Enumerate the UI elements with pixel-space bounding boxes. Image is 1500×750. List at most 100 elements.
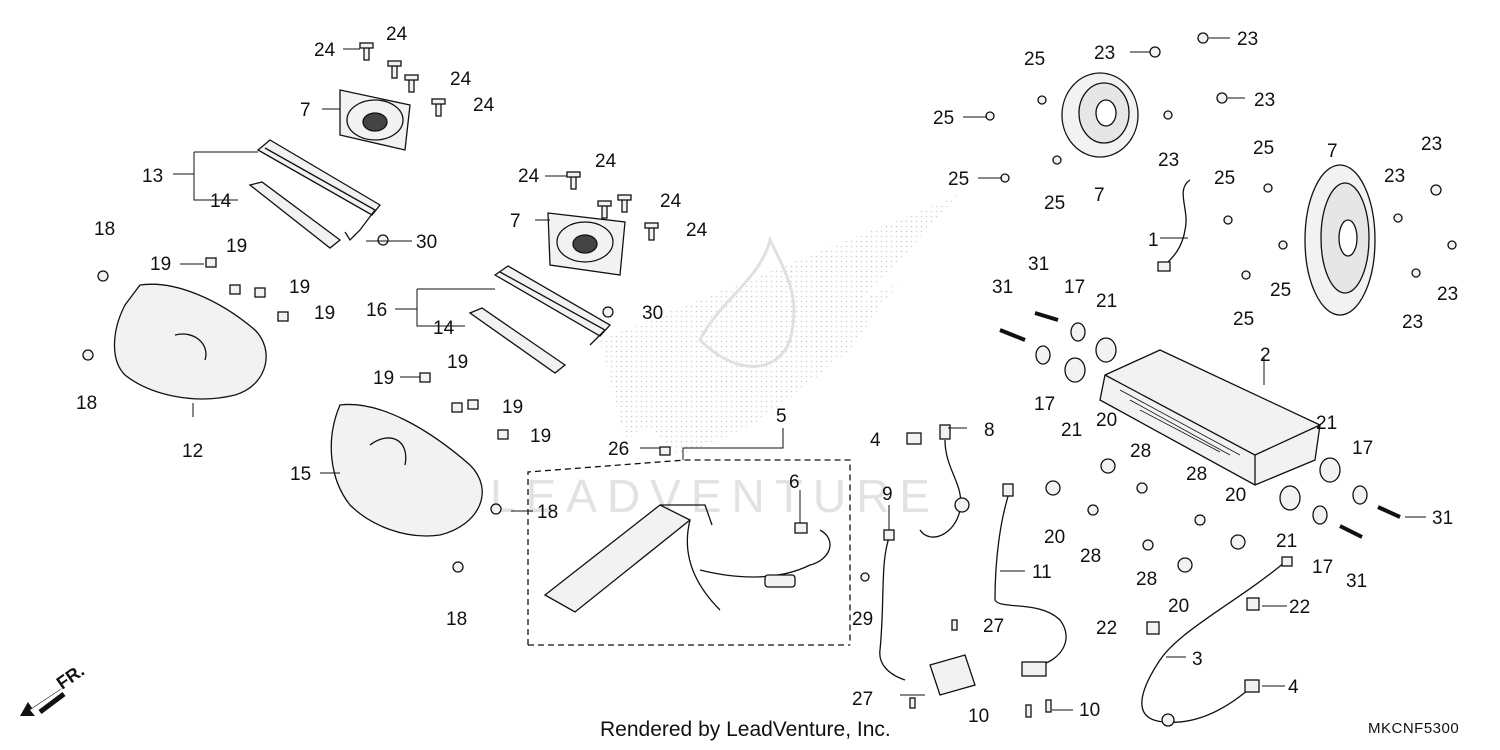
- callout-24: 24: [314, 40, 336, 61]
- screw-24[interactable]: [359, 42, 374, 61]
- collar-20[interactable]: [1230, 534, 1246, 550]
- bolt-31[interactable]: [1377, 505, 1401, 519]
- gasket-14[interactable]: [248, 181, 342, 249]
- screw-30[interactable]: [377, 234, 389, 246]
- screw-25[interactable]: [1037, 95, 1047, 105]
- nut-23[interactable]: [1447, 240, 1457, 250]
- nut-23[interactable]: [1149, 46, 1161, 58]
- harness-8[interactable]: [919, 424, 970, 538]
- clip-19[interactable]: [254, 287, 266, 298]
- speaker-cover-15[interactable]: [330, 403, 483, 537]
- woofer-speaker-7[interactable]: [1304, 164, 1376, 316]
- collar-20[interactable]: [1100, 458, 1116, 474]
- callout-21: 21: [1096, 291, 1117, 312]
- grommet-21[interactable]: [1064, 357, 1086, 383]
- screw-30[interactable]: [602, 306, 614, 318]
- bolt-31[interactable]: [999, 328, 1026, 342]
- screw-10[interactable]: [1025, 704, 1032, 718]
- connector-4[interactable]: [906, 432, 922, 445]
- nut-23[interactable]: [1393, 213, 1403, 223]
- callout-30: 30: [416, 232, 437, 253]
- harness-9[interactable]: [879, 529, 906, 681]
- amplifier-unit-2[interactable]: [1099, 349, 1321, 486]
- harness-1[interactable]: [1157, 179, 1191, 272]
- screw-27[interactable]: [909, 697, 916, 709]
- screw-25[interactable]: [1263, 183, 1273, 193]
- bolt-18[interactable]: [82, 349, 94, 361]
- clip-22[interactable]: [1146, 621, 1160, 635]
- clip-19[interactable]: [229, 284, 241, 295]
- callout-19: 19: [150, 254, 171, 275]
- callout-19: 19: [373, 368, 394, 389]
- nut-23[interactable]: [1430, 184, 1442, 196]
- clip-19[interactable]: [451, 402, 463, 413]
- clip-19[interactable]: [467, 399, 479, 410]
- collar-20[interactable]: [1045, 480, 1061, 496]
- clip-19[interactable]: [205, 257, 217, 268]
- callout-23: 23: [1402, 312, 1423, 333]
- screw-24[interactable]: [404, 74, 419, 93]
- tweeter-speaker-7[interactable]: [547, 212, 626, 276]
- clip-26[interactable]: [659, 446, 671, 456]
- washer-17[interactable]: [1035, 345, 1051, 365]
- screw-25[interactable]: [985, 111, 995, 121]
- bolt-31[interactable]: [1034, 311, 1059, 322]
- bolt-29[interactable]: [860, 572, 870, 582]
- nut-23[interactable]: [1411, 268, 1421, 278]
- callout-18: 18: [537, 502, 558, 523]
- wire-harness-6[interactable]: [686, 519, 831, 611]
- screw-10[interactable]: [1045, 699, 1052, 713]
- speaker-bracket-16[interactable]: [493, 265, 612, 346]
- nut-23[interactable]: [1197, 32, 1209, 44]
- grommet-21[interactable]: [1319, 457, 1341, 483]
- clip-22[interactable]: [1246, 597, 1260, 611]
- screw-25[interactable]: [1223, 215, 1233, 225]
- washer-17[interactable]: [1312, 505, 1328, 525]
- harness-11[interactable]: [994, 483, 1067, 677]
- speaker-cover-12[interactable]: [113, 283, 267, 400]
- screw-25[interactable]: [1241, 270, 1251, 280]
- collar-20[interactable]: [1177, 557, 1193, 573]
- screw-24[interactable]: [617, 194, 632, 213]
- screw-25[interactable]: [1000, 173, 1010, 183]
- gasket-14[interactable]: [468, 307, 567, 374]
- harness-3[interactable]: [1141, 556, 1293, 727]
- clip-19[interactable]: [497, 429, 509, 440]
- screw-27[interactable]: [951, 619, 958, 631]
- harness-group-middle: [879, 424, 1067, 718]
- harness-3-group: [1141, 556, 1293, 727]
- clip-19[interactable]: [277, 311, 289, 322]
- tweeter-speaker-7[interactable]: [339, 89, 411, 151]
- callout-25: 25: [1214, 168, 1235, 189]
- screw-24[interactable]: [431, 98, 446, 117]
- bolt-18[interactable]: [452, 561, 464, 573]
- nut-28[interactable]: [1136, 482, 1148, 494]
- nut-28[interactable]: [1142, 539, 1154, 551]
- connector-4[interactable]: [1244, 679, 1260, 693]
- washer-17[interactable]: [1352, 485, 1368, 505]
- grommet-21[interactable]: [1279, 485, 1301, 511]
- screw-24[interactable]: [387, 60, 402, 79]
- clip-19[interactable]: [419, 372, 431, 383]
- screw-25[interactable]: [1052, 155, 1062, 165]
- callout-2: 2: [1260, 345, 1271, 366]
- bolt-18[interactable]: [97, 270, 109, 282]
- nut-23[interactable]: [1216, 92, 1228, 104]
- speaker-bracket-13[interactable]: [256, 139, 381, 242]
- module-27[interactable]: [929, 654, 976, 696]
- grommet-21[interactable]: [1095, 337, 1117, 363]
- nut-28[interactable]: [1194, 514, 1206, 526]
- bolt-31[interactable]: [1339, 524, 1363, 539]
- screw-24[interactable]: [644, 222, 659, 241]
- callout-19: 19: [447, 352, 468, 373]
- front-direction-arrow: FR.: [20, 660, 88, 716]
- woofer-speaker-7[interactable]: [1061, 72, 1139, 158]
- nut-23[interactable]: [1163, 110, 1173, 120]
- callout-24: 24: [473, 95, 495, 116]
- nut-28[interactable]: [1087, 504, 1099, 516]
- washer-17[interactable]: [1070, 322, 1086, 342]
- screw-25[interactable]: [1278, 240, 1288, 250]
- screw-24[interactable]: [566, 171, 581, 190]
- screw-24[interactable]: [597, 200, 612, 219]
- bolt-18[interactable]: [490, 503, 502, 515]
